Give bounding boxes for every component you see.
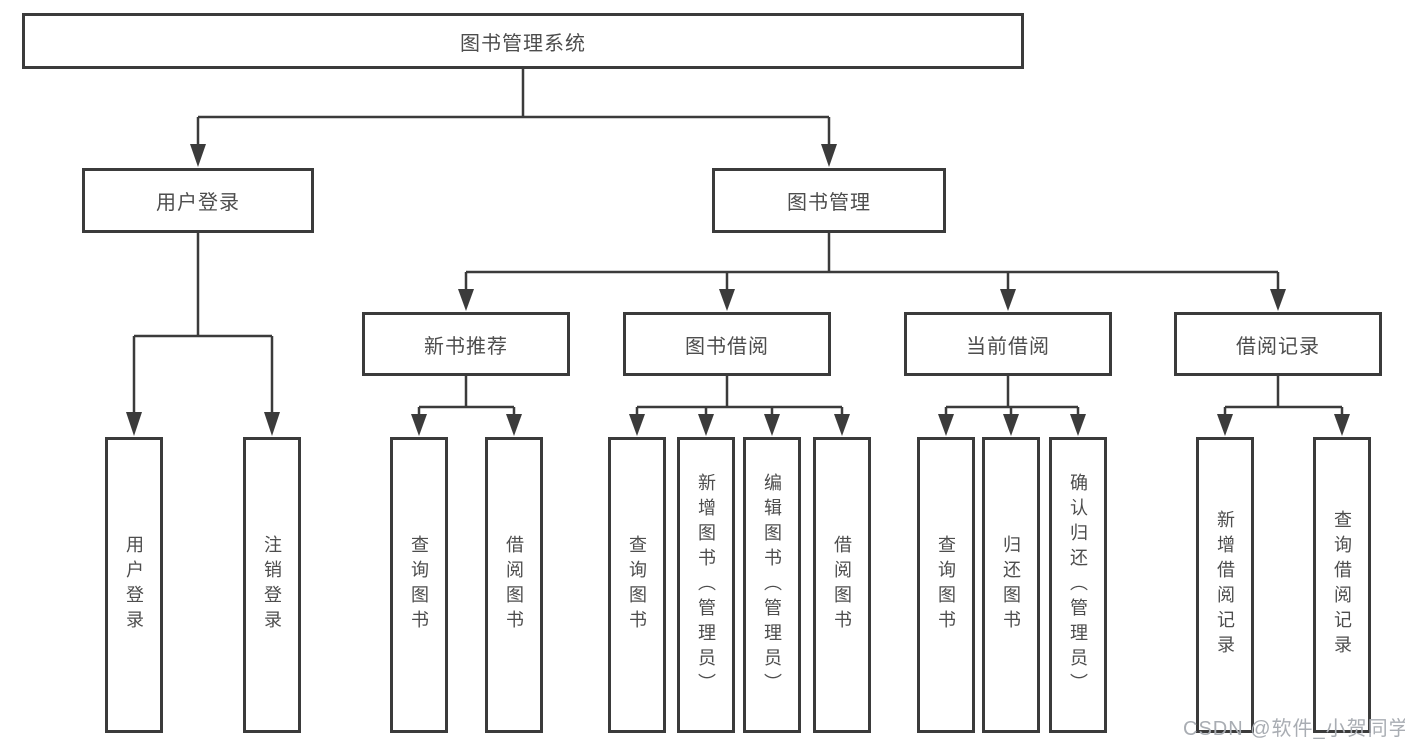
node-label: 注销登录 xyxy=(262,535,282,635)
node-current-borrow: 当前借阅 xyxy=(904,312,1112,376)
node-label: 当前借阅 xyxy=(966,335,1050,358)
csdn-watermark: CSDN @软件_小贺同学 xyxy=(1183,718,1405,740)
leaf-query-borrow-record: 查询借阅记录 xyxy=(1313,437,1371,733)
leaf-query-books-recommend: 查询图书 xyxy=(390,437,448,733)
node-label: 用户登录 xyxy=(156,192,240,214)
node-label: 借阅图书 xyxy=(504,535,524,635)
node-label: 查询图书 xyxy=(936,535,956,635)
leaf-add-book-admin: 新增图书（管理员） xyxy=(677,437,735,733)
node-label: 新增图书（管理员） xyxy=(696,472,716,698)
node-label: 图书借阅 xyxy=(685,335,769,358)
node-library-management-system: 图书管理系统 xyxy=(22,13,1024,69)
leaf-borrow-books: 借阅图书 xyxy=(813,437,871,733)
leaf-borrow-books-recommend: 借阅图书 xyxy=(485,437,543,733)
node-borrow-records: 借阅记录 xyxy=(1174,312,1382,376)
node-label: 查询图书 xyxy=(627,535,647,635)
leaf-add-borrow-record: 新增借阅记录 xyxy=(1196,437,1254,733)
leaf-logout: 注销登录 xyxy=(243,437,301,733)
leaf-query-books-borrow: 查询图书 xyxy=(608,437,666,733)
node-book-management: 图书管理 xyxy=(712,168,946,233)
node-label: 借阅记录 xyxy=(1236,335,1320,358)
node-label: 确认归还（管理员） xyxy=(1068,472,1088,698)
leaf-query-books-current: 查询图书 xyxy=(917,437,975,733)
node-label: 图书管理 xyxy=(787,192,871,214)
node-label: 借阅图书 xyxy=(832,535,852,635)
node-user-login: 用户登录 xyxy=(82,168,314,233)
leaf-user-login: 用户登录 xyxy=(105,437,163,733)
leaf-return-book: 归还图书 xyxy=(982,437,1040,733)
node-label: 新书推荐 xyxy=(424,335,508,358)
node-label: 归还图书 xyxy=(1001,535,1021,635)
node-book-borrow: 图书借阅 xyxy=(623,312,831,376)
leaf-edit-book-admin: 编辑图书（管理员） xyxy=(743,437,801,733)
node-label: 编辑图书（管理员） xyxy=(762,472,782,698)
node-label: 查询借阅记录 xyxy=(1332,510,1352,660)
node-label: 查询图书 xyxy=(409,535,429,635)
node-label: 用户登录 xyxy=(124,535,144,635)
node-new-book-recommend: 新书推荐 xyxy=(362,312,570,376)
node-label: 新增借阅记录 xyxy=(1215,510,1235,660)
leaf-confirm-return-admin: 确认归还（管理员） xyxy=(1049,437,1107,733)
node-label: 图书管理系统 xyxy=(460,32,586,55)
